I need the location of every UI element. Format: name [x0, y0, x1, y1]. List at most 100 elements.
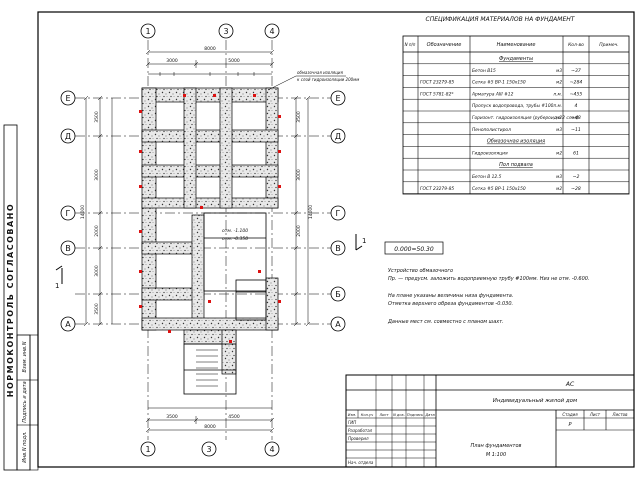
dim-right-overall: 14000	[308, 205, 314, 219]
spec-row-name: Пенополистирол	[472, 127, 511, 133]
section-mark-right: 1	[362, 237, 366, 245]
axis-label-3-top: 3	[223, 27, 228, 36]
side-cell-1: Взам. инв.N	[22, 341, 28, 372]
axis-label-A-right: А	[335, 320, 341, 329]
axis-label-4-bottom: 4	[269, 445, 274, 454]
spec-row-qty: ~28	[571, 186, 581, 192]
side-cell-3: Инв.N подл.	[22, 431, 28, 462]
tb-sheets-label: Листов	[612, 412, 629, 417]
spec-row-name: Сетка #5 ВР-1 150х150	[472, 80, 526, 86]
axis-label-D-right: Д	[335, 132, 341, 141]
axis-label-B-right: Б	[335, 290, 341, 299]
callout-leader	[267, 75, 297, 91]
spec-section-label: Фундаменты	[499, 56, 533, 62]
dim-top-right: 5000	[228, 58, 240, 64]
tb-code: АС	[565, 381, 575, 388]
spec-header-num: N п/п	[405, 42, 416, 47]
dim-bottom-left: 3500	[166, 414, 178, 420]
spec-row-unit: п.м.	[553, 103, 562, 108]
note-line-4: Отметка верхнего обреза фундаментов -0.0…	[388, 301, 513, 307]
tb-col-date: Дата	[424, 413, 434, 417]
note-line-2: Пр. — предусм. заложить водоприемную тру…	[388, 276, 590, 282]
dim-right-step-3: 2000	[296, 225, 302, 237]
stair	[196, 349, 218, 387]
tb-project: Индивидуальный жилой дом	[493, 398, 577, 404]
tb-drawing-title: План фундаментов	[471, 443, 522, 449]
tb-col-doc: N док.	[393, 413, 405, 417]
dim-bottom-right: 4500	[228, 414, 240, 420]
tb-sheet-label: Лист	[589, 412, 601, 417]
spec-row-name: Сетка #5 ВР-1 150х150	[472, 186, 526, 192]
level-label-1: отм. -1.100	[222, 228, 248, 234]
spec-row-name: Арматура АIII #12	[471, 91, 514, 97]
tb-role-1: ГИП	[348, 420, 356, 425]
callout-line-2: к слой гидроизоляции 200мм	[297, 77, 359, 82]
spec-row-unit: м3	[556, 174, 562, 179]
spec-row-qty: ~2	[573, 174, 580, 180]
dim-left-overall: 14000	[80, 205, 86, 219]
axis-label-V-right: В	[335, 244, 341, 253]
spec-header-code: Обозначение	[427, 42, 462, 48]
side-cell-2: Подпись и дата	[22, 381, 28, 422]
sheet-frame	[37, 11, 635, 468]
tb-col-sign: Подпись	[407, 413, 423, 417]
tb-role-5: Нач. отдела	[348, 460, 374, 465]
spec-row-qty: ~284	[570, 80, 583, 86]
dim-left-step-2: 3000	[94, 169, 100, 181]
spec-row-name: Пропуск водопровода, трубы #100	[472, 103, 554, 109]
foundation-plan: 8000 3000 5000 3500 4500 8000 14000 3500…	[55, 23, 366, 457]
zero-level-box	[384, 241, 444, 255]
dim-right-step-2: 3000	[296, 169, 302, 181]
axis-label-3-bottom: 3	[206, 445, 211, 454]
axis-label-E-left: Е	[65, 94, 70, 103]
level-label-2: отм. -0.350	[222, 236, 248, 242]
section-mark-left: 1	[55, 282, 59, 290]
axis-bubbles-top	[140, 23, 280, 39]
dim-left-step-4: 3000	[94, 265, 100, 277]
axis-bubbles-bottom	[140, 441, 280, 457]
axis-label-G-right: Г	[336, 209, 341, 218]
spec-row-code: ГОСТ 23279-85	[420, 80, 454, 86]
left-dims	[83, 95, 113, 327]
spec-row-name: Горизонт. гидроизоляция (рубероид в 2 сл…	[472, 115, 579, 121]
callout-line-1: обмазочная изоляция	[297, 70, 344, 75]
note-line-1: Устройство обмазочного	[388, 268, 453, 274]
tb-col-kol: Кол.уч	[361, 413, 373, 417]
spec-row-qty: ~11	[571, 127, 581, 133]
axis-label-G-left: Г	[66, 209, 71, 218]
dim-top-left: 3000	[166, 58, 178, 64]
spec-row-unit: м2	[556, 150, 562, 155]
tb-role-2: Разработал	[348, 428, 373, 433]
dim-top-overall: 8000	[204, 46, 216, 52]
tb-col-list: Лист	[378, 413, 389, 417]
spec-section-label: Обмазочная изоляция	[487, 139, 545, 145]
tb-stage: Р	[568, 422, 571, 428]
note-line-5: Данные мест см. совместно с планом шахт.	[387, 319, 504, 325]
spec-row-code: ГОСТ 5781-82*	[420, 91, 454, 97]
spec-row-qty: 61	[573, 150, 579, 156]
title-block	[345, 374, 635, 468]
spec-header-name: Наименование	[497, 42, 536, 48]
spec-header-qty: Кол-во	[568, 42, 584, 48]
dim-left-step-5: 3500	[94, 303, 100, 315]
red-marks	[139, 94, 281, 343]
spec-row-code: ГОСТ 23279-85	[420, 186, 454, 192]
section-marker-left	[55, 265, 63, 284]
spec-row-unit: м3	[556, 68, 562, 73]
axis-label-A-left: А	[65, 320, 71, 329]
axis-label-1-top: 1	[145, 27, 150, 36]
dim-left-step-3: 2000	[94, 225, 100, 237]
spec-row-name: Гидроизоляция	[472, 150, 508, 156]
basement-outline	[183, 212, 267, 395]
spec-header-note: Примеч.	[599, 42, 618, 48]
spec-title: СПЕЦИФИКАЦИЯ МАТЕРИАЛОВ НА ФУНДАМЕНТ	[426, 16, 576, 23]
foundation-strips	[141, 87, 279, 375]
axis-bubbles-right	[330, 90, 346, 332]
axis-label-D-left: Д	[65, 132, 71, 141]
axis-label-V-left: В	[65, 244, 71, 253]
spec-row-unit: м2	[556, 80, 562, 85]
tb-col-izm: Изм.	[348, 413, 356, 417]
notes: 0.000=50.30 Устройство обмазочного Пр. —…	[384, 241, 590, 325]
